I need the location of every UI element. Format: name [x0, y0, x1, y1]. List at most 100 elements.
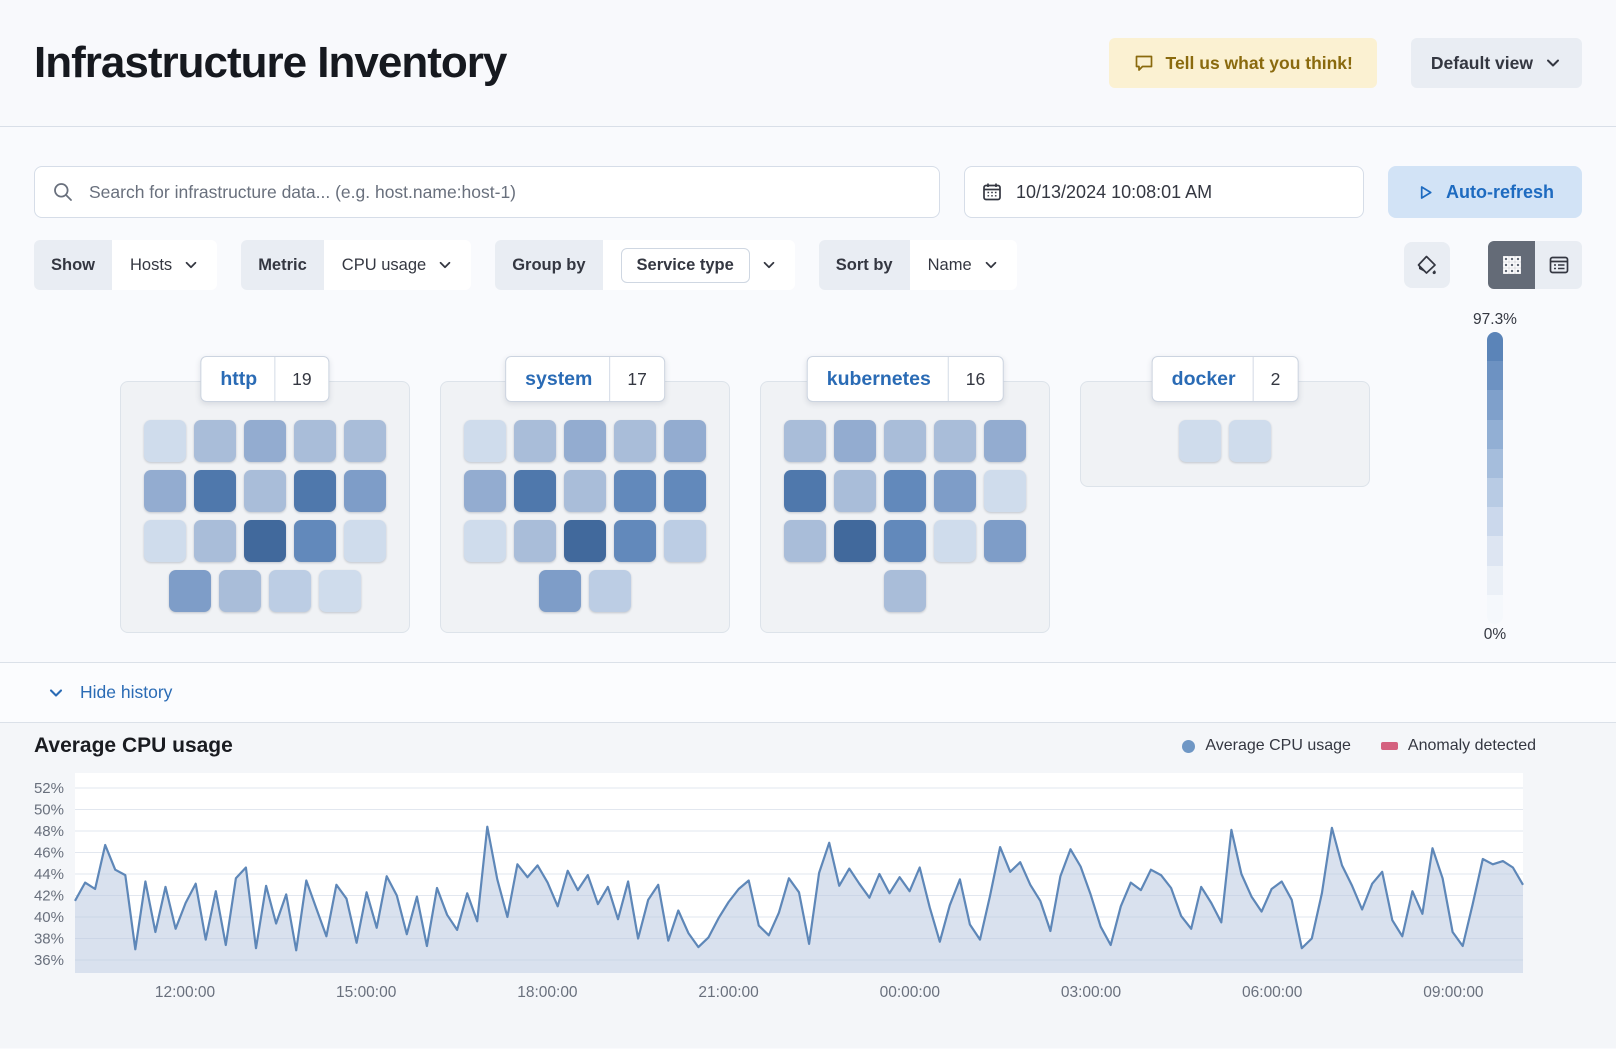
host-tile[interactable] — [244, 470, 286, 512]
host-tile[interactable] — [614, 520, 656, 562]
host-tile[interactable] — [784, 470, 826, 512]
grid-view-button[interactable] — [1488, 241, 1535, 289]
host-tile[interactable] — [834, 420, 876, 462]
scale-step — [1487, 507, 1503, 537]
host-tile[interactable] — [934, 520, 976, 562]
host-tile[interactable] — [834, 520, 876, 562]
host-tile[interactable] — [614, 420, 656, 462]
host-tile[interactable] — [564, 520, 606, 562]
host-tile[interactable] — [1179, 420, 1221, 462]
host-tile[interactable] — [1229, 420, 1271, 462]
host-tile[interactable] — [294, 420, 336, 462]
host-tile[interactable] — [984, 520, 1026, 562]
host-tile[interactable] — [269, 570, 311, 612]
host-tile[interactable] — [884, 420, 926, 462]
auto-refresh-button[interactable]: Auto-refresh — [1388, 166, 1582, 218]
host-tile[interactable] — [194, 520, 236, 562]
group-name-link[interactable]: http — [220, 367, 258, 390]
host-tile[interactable] — [884, 520, 926, 562]
metric-filter[interactable]: Metric CPU usage — [241, 240, 472, 290]
page-header: Infrastructure Inventory Tell us what yo… — [0, 0, 1616, 127]
y-tick-label: 42% — [34, 888, 64, 905]
datepicker-button[interactable]: 10/13/2024 10:08:01 AM — [964, 166, 1364, 218]
host-tile[interactable] — [194, 470, 236, 512]
sortby-filter[interactable]: Sort by Name — [818, 240, 1017, 290]
chevron-down-icon — [46, 683, 66, 703]
chevron-down-icon — [1544, 54, 1562, 72]
feedback-button-label: Tell us what you think! — [1165, 52, 1353, 73]
host-tile[interactable] — [464, 520, 506, 562]
x-tick-label: 12:00:00 — [155, 984, 216, 1001]
host-tile[interactable] — [589, 570, 631, 612]
host-tile[interactable] — [514, 420, 556, 462]
host-tile[interactable] — [984, 420, 1026, 462]
host-tile[interactable] — [344, 470, 386, 512]
host-tile[interactable] — [169, 570, 211, 612]
feedback-button[interactable]: Tell us what you think! — [1108, 38, 1377, 88]
host-tile[interactable] — [934, 470, 976, 512]
host-tile[interactable] — [834, 470, 876, 512]
host-tile[interactable] — [984, 470, 1026, 512]
host-tile[interactable] — [664, 520, 706, 562]
host-tile[interactable] — [244, 420, 286, 462]
host-tile[interactable] — [219, 570, 261, 612]
toolbar: 10/13/2024 10:08:01 AM Auto-refresh — [0, 127, 1616, 218]
grid-icon — [1501, 254, 1523, 276]
host-tile[interactable] — [784, 520, 826, 562]
speech-bubble-icon — [1133, 52, 1155, 74]
hide-history-toggle[interactable]: Hide history — [0, 662, 1616, 722]
host-tile[interactable] — [144, 470, 186, 512]
host-tile[interactable] — [784, 420, 826, 462]
legend-item-avg-cpu[interactable]: Average CPU usage — [1182, 737, 1351, 755]
groupby-filter-label: Group by — [495, 240, 603, 290]
search-input[interactable] — [87, 180, 922, 204]
host-tile[interactable] — [294, 470, 336, 512]
groupby-filter[interactable]: Group by Service type — [495, 240, 795, 290]
legend-item-anomaly[interactable]: Anomaly detected — [1380, 737, 1536, 755]
host-tile[interactable] — [934, 420, 976, 462]
host-tile[interactable] — [664, 470, 706, 512]
host-tile[interactable] — [539, 570, 581, 612]
chevron-down-icon — [763, 261, 775, 269]
host-tile[interactable] — [344, 420, 386, 462]
host-tile[interactable] — [344, 520, 386, 562]
groupby-filter-chip[interactable]: Service type — [620, 247, 750, 283]
host-tile[interactable] — [514, 470, 556, 512]
scale-step — [1487, 478, 1503, 508]
group-name-link[interactable]: kubernetes — [826, 367, 931, 390]
scale-step — [1487, 536, 1503, 566]
host-tile[interactable] — [884, 570, 926, 612]
scale-step — [1487, 565, 1503, 595]
host-tile[interactable] — [144, 520, 186, 562]
x-tick-label: 15:00:00 — [336, 984, 397, 1001]
host-tile[interactable] — [194, 420, 236, 462]
chart-legend: Average CPU usage Anomaly detected — [1182, 737, 1536, 755]
host-tile[interactable] — [514, 520, 556, 562]
host-tile[interactable] — [244, 520, 286, 562]
host-tile[interactable] — [294, 520, 336, 562]
table-view-button[interactable] — [1535, 241, 1582, 289]
color-palette-button[interactable] — [1404, 242, 1450, 288]
group-name-link[interactable]: system — [525, 367, 593, 390]
host-tile[interactable] — [319, 570, 361, 612]
host-tile[interactable] — [144, 420, 186, 462]
host-tile[interactable] — [464, 420, 506, 462]
host-tile[interactable] — [614, 470, 656, 512]
host-tile[interactable] — [884, 470, 926, 512]
show-filter[interactable]: Show Hosts — [34, 240, 218, 290]
host-tile[interactable] — [464, 470, 506, 512]
scale-step — [1487, 419, 1503, 449]
group-name-link[interactable]: docker — [1171, 367, 1236, 390]
host-tile[interactable] — [664, 420, 706, 462]
host-tile[interactable] — [564, 470, 606, 512]
host-tile[interactable] — [564, 420, 606, 462]
view-selector-button[interactable]: Default view — [1410, 38, 1582, 88]
